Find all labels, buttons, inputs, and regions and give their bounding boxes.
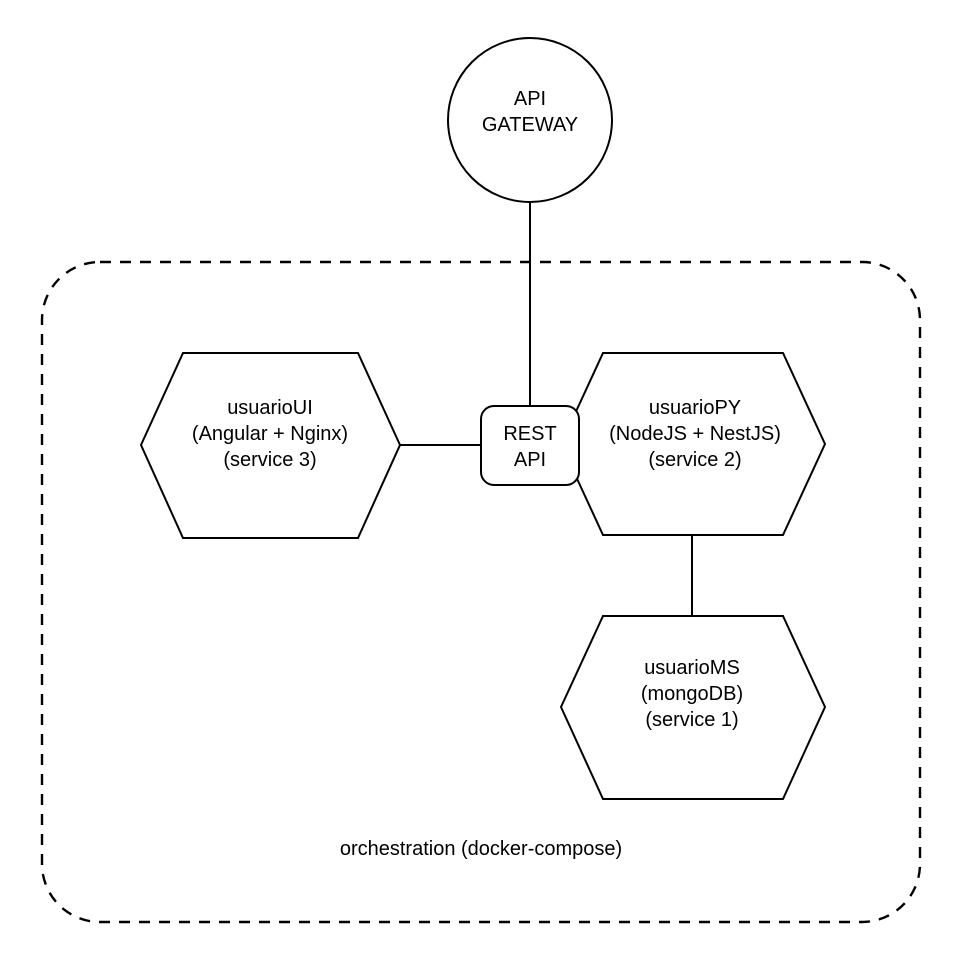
usuarioui-label: usuarioUI (Angular + Nginx) (service 3)	[150, 395, 390, 473]
rest-api-label-line-1: REST	[503, 423, 557, 445]
api-gateway-label: API GATEWAY	[448, 86, 612, 138]
usuarioms-label: usuarioMS (mongoDB) (service 1)	[572, 655, 812, 733]
usuariopy-label: usuarioPY (NodeJS + NestJS) (service 2)	[575, 395, 815, 473]
usuarioui-label-line-1: usuarioUI	[227, 397, 313, 419]
api-gateway-node[interactable]	[447, 37, 613, 203]
usuarioui-label-line-3: (service 3)	[223, 449, 317, 471]
usuarioms-label-line-3: (service 1)	[645, 709, 739, 731]
usuariopy-label-line-1: usuarioPY	[648, 397, 742, 419]
orchestration-container-boundary	[40, 260, 922, 924]
usuariopy-label-line-3: (service 2)	[648, 449, 742, 471]
usuarioui-label-line-2: (Angular + Nginx)	[191, 423, 349, 445]
api-gateway-label-line-1: API	[513, 88, 547, 110]
rest-api-label: REST API	[480, 421, 580, 473]
usuarioms-label-line-1: usuarioMS	[644, 657, 740, 679]
orchestration-caption: orchestration (docker-compose)	[339, 838, 623, 860]
rest-api-label-line-2: API	[513, 449, 547, 471]
rest-api-node[interactable]	[480, 405, 580, 486]
usuarioui-node[interactable]	[139, 352, 402, 539]
usuarioms-node[interactable]	[559, 615, 827, 800]
usuarioms-label-line-2: (mongoDB)	[640, 683, 744, 705]
api-gateway-label-line-2: GATEWAY	[481, 114, 579, 136]
usuariopy-label-line-2: (NodeJS + NestJS)	[609, 423, 781, 445]
